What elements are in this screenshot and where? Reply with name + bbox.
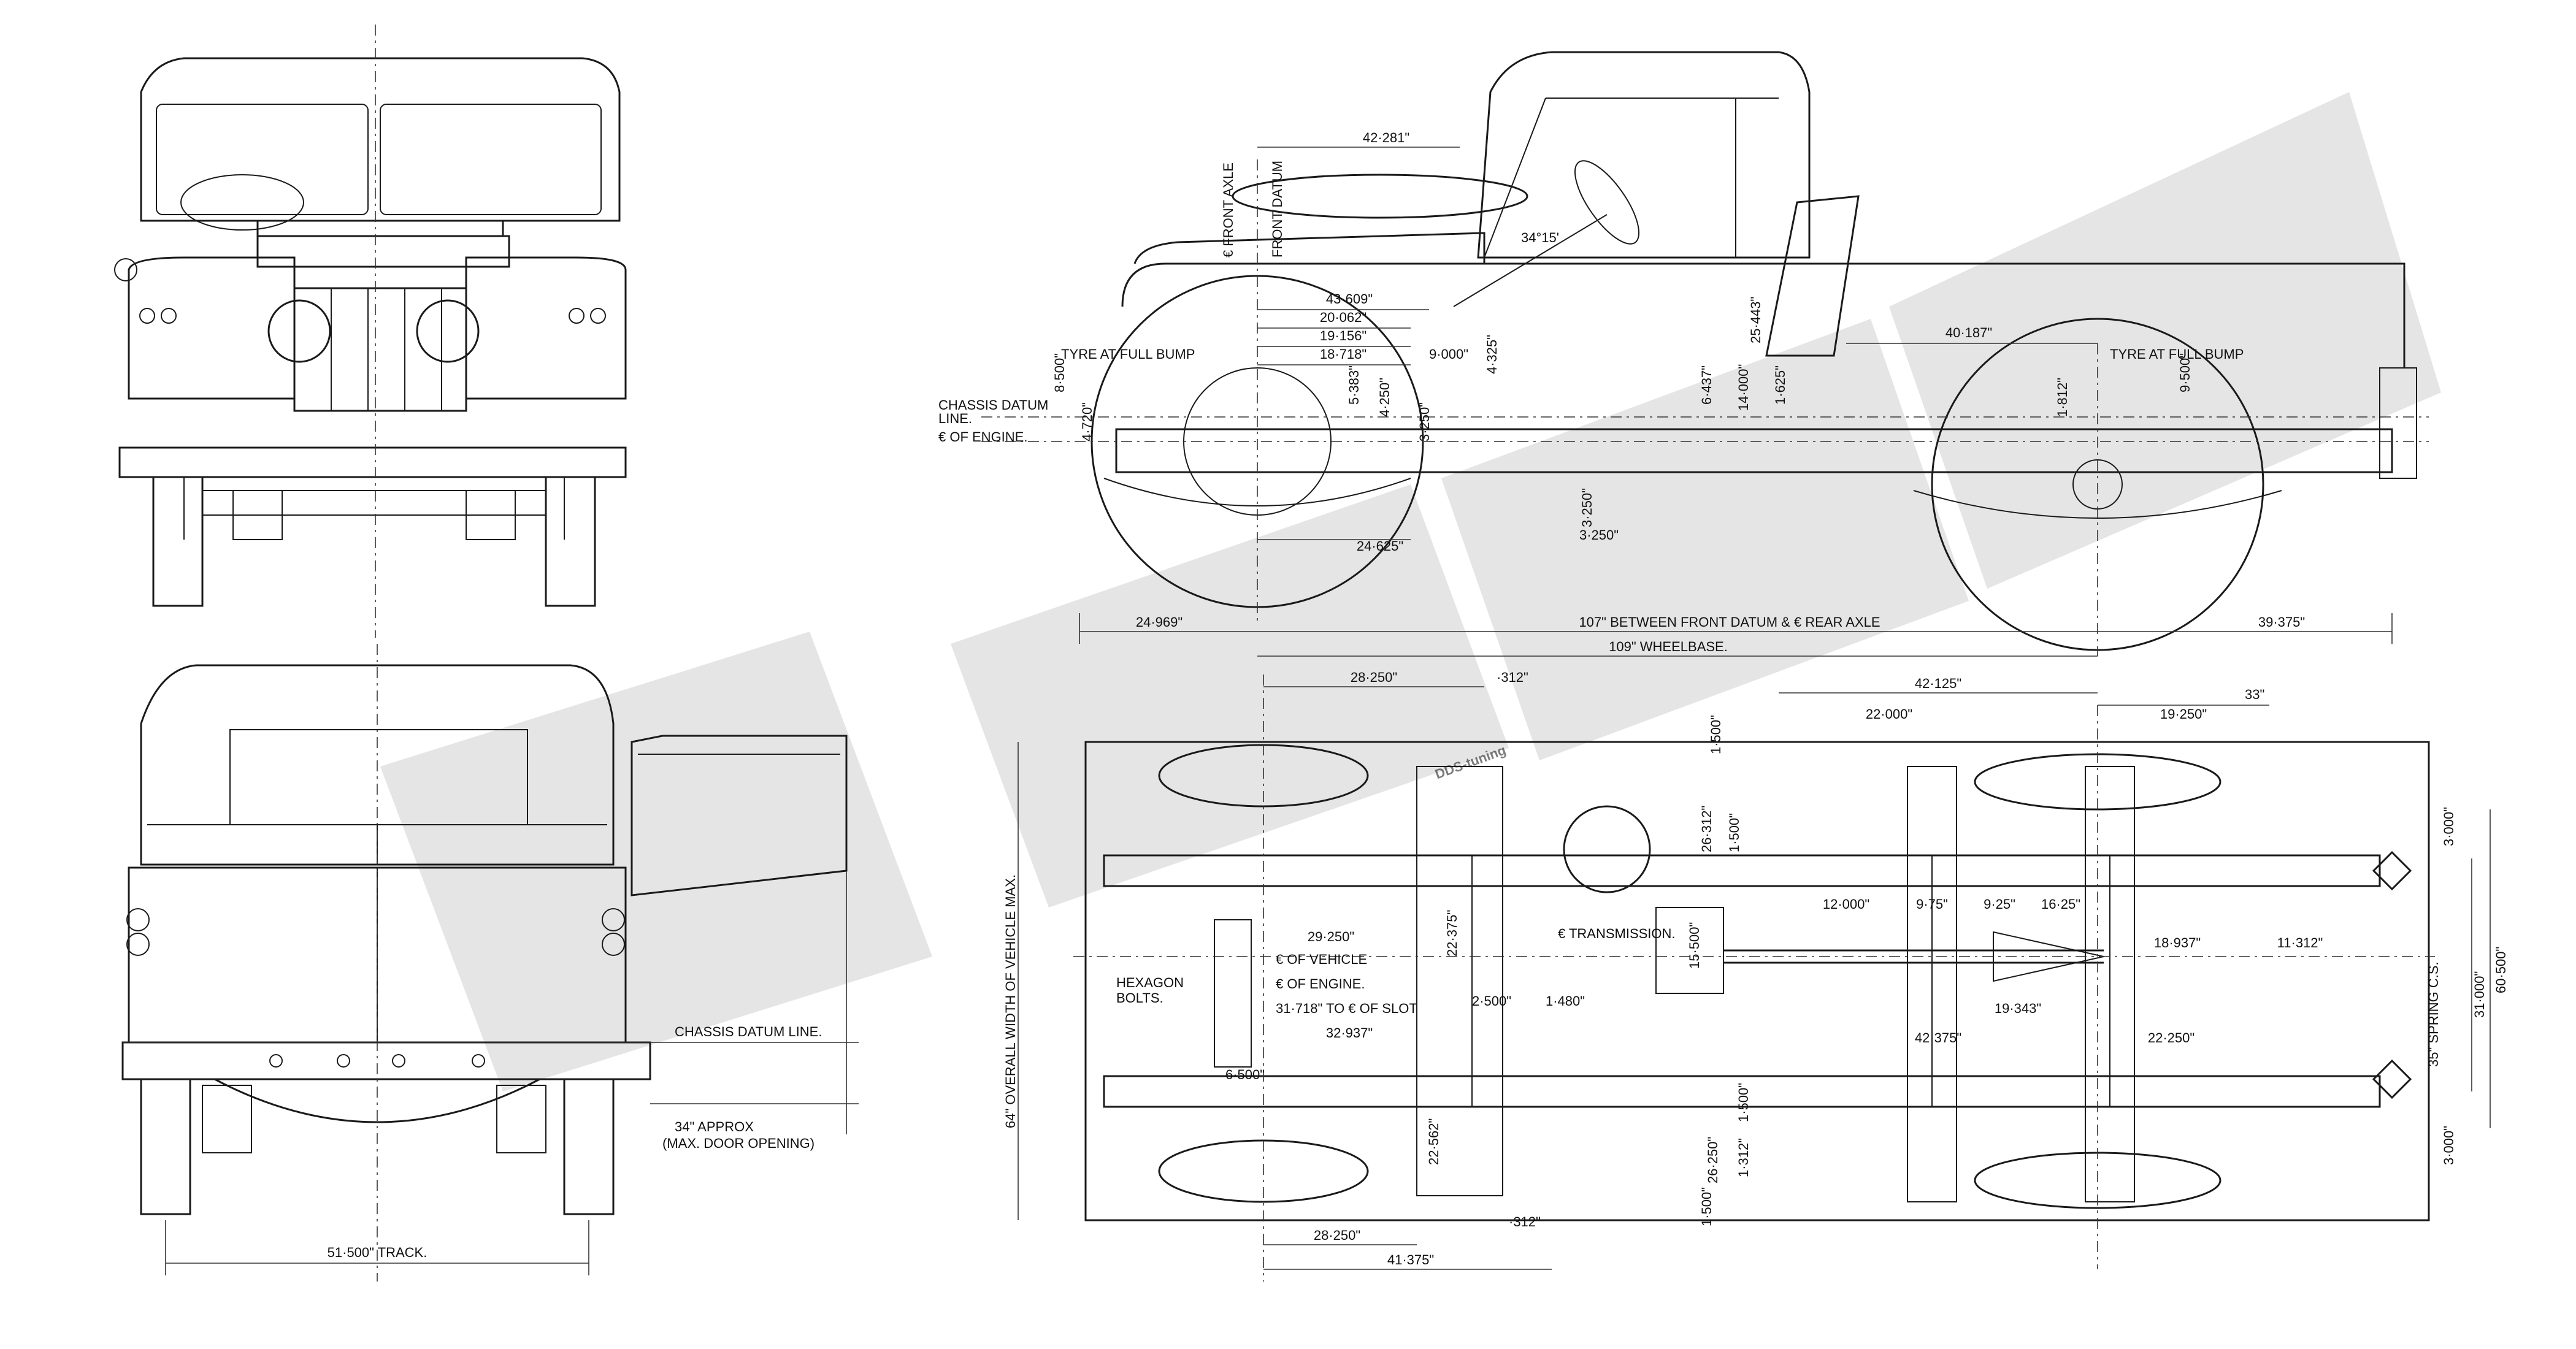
- side-dim-8: 18·718": [1320, 346, 1367, 362]
- plan-dim-13: 29·250": [1308, 929, 1354, 944]
- plan-dim-11: HEXAGON: [1116, 975, 1184, 990]
- side-dim-13: € OF ENGINE.: [938, 429, 1027, 445]
- side-dim-20: 3·250": [1579, 527, 1619, 543]
- plan-dim-41: 1·500": [1699, 1187, 1714, 1226]
- plan-dim-27: 11·312": [2277, 935, 2323, 950]
- side-dim-1: 42·281": [1363, 130, 1409, 145]
- plan-dim-12: BOLTS.: [1116, 990, 1163, 1006]
- door-opening-label: 34" APPROX: [675, 1119, 754, 1134]
- plan-dim-31: 2·500": [1472, 993, 1511, 1009]
- plan-dim-40: 1·312": [1736, 1138, 1751, 1177]
- track-dimension: 51·500" TRACK.: [328, 1245, 427, 1260]
- plan-dim-24: 9·25": [1984, 896, 2015, 912]
- side-dim-18: 4·325": [1484, 335, 1500, 374]
- side-dim-23: 14·000": [1736, 364, 1751, 411]
- side-dim-4: 34°15': [1521, 230, 1559, 245]
- side-dim-15: 5·383": [1346, 365, 1362, 405]
- chassis-datum-line-label: CHASSIS DATUM LINE.: [675, 1024, 822, 1039]
- plan-dim-23: 9·75": [1916, 896, 1948, 912]
- plan-dim-10: 3·000": [2441, 807, 2456, 846]
- side-dim-7: 19·156": [1320, 328, 1367, 343]
- side-dim-22: 6·437": [1699, 365, 1714, 405]
- plan-dim-18: 6·500": [1225, 1067, 1265, 1082]
- rear-view: 51·500" TRACK. CHASSIS DATUM LINE. 34" A…: [121, 644, 859, 1282]
- side-view: 42·281" € FRONT AXLE FRONT DATUM 34°15' …: [938, 51, 2429, 657]
- plan-dim-16: 31·718" TO € OF SLOT: [1276, 1001, 1417, 1016]
- plan-dim-36: 3·000": [2441, 1126, 2456, 1165]
- plan-dim-38: 26·250": [1705, 1137, 1720, 1183]
- side-dim-2: € FRONT AXLE: [1221, 162, 1236, 258]
- plan-dim-8: 26·312": [1699, 806, 1714, 852]
- side-dim-17: 9·000": [1429, 346, 1468, 362]
- side-dim-21: 25·443": [1748, 297, 1763, 343]
- side-dim-5: 43·609": [1326, 291, 1373, 307]
- side-dim-9: TYRE AT FULL BUMP: [1061, 346, 1195, 362]
- side-dim-14: 4·720": [1079, 402, 1095, 441]
- plan-dim-4: 33": [2245, 687, 2264, 702]
- plan-dim-29: 42·375": [1915, 1030, 1961, 1045]
- plan-dim-5: 22·000": [1866, 706, 1912, 722]
- plan-dim-25: 16·25": [2041, 896, 2080, 912]
- plan-dim-19: 22·375": [1444, 910, 1460, 957]
- plan-dim-1: 28·250": [1351, 670, 1397, 685]
- side-dim-28: 9·500": [2177, 353, 2193, 392]
- side-dim-6: 20·062": [1320, 310, 1367, 325]
- plan-dim-21: € TRANSMISSION.: [1558, 926, 1676, 941]
- plan-dim-44: 41·375": [1387, 1252, 1434, 1267]
- plan-dim-28: 19·343": [1995, 1001, 2041, 1016]
- watermark: DDS-tuning: [380, 92, 2441, 1091]
- plan-dim-20: 15·500": [1687, 922, 1702, 969]
- plan-dim-33: 31·000": [2472, 971, 2487, 1018]
- side-dim-16: 4·250": [1377, 378, 1392, 417]
- side-dim-3: FRONT DATUM: [1270, 161, 1285, 258]
- side-dim-19: 3·250": [1417, 402, 1432, 441]
- dim-rear-overhang: 39·375": [2258, 614, 2305, 630]
- side-dim-26: TYRE AT FULL BUMP: [2110, 346, 2244, 362]
- plan-dim-7: 1·500": [1708, 715, 1723, 754]
- plan-dim-42: ·312": [1509, 1214, 1541, 1229]
- door-opening-note: (MAX. DOOR OPENING): [662, 1136, 815, 1151]
- plan-dim-14: € OF VEHICLE: [1276, 952, 1367, 967]
- plan-dim-37: 22·562": [1426, 1118, 1441, 1165]
- plan-dim-39: 1·500": [1736, 1083, 1751, 1122]
- plan-view: 64" OVERALL WIDTH OF VEHICLE MAX. 28·250…: [1003, 670, 2509, 1282]
- side-dim-24: 1·625": [1773, 365, 1788, 405]
- side-dim-27: 1·812": [2055, 378, 2070, 417]
- plan-dim-17: 32·937": [1326, 1025, 1373, 1041]
- plan-dim-35: 35" SPRING C.S.: [2426, 961, 2441, 1067]
- plan-dim-32: 1·480": [1546, 993, 1585, 1009]
- side-dim-29: 24·625": [1357, 538, 1403, 554]
- dim-front-datum-rear-axle: 107" BETWEEN FRONT DATUM & € REAR AXLE: [1579, 614, 1880, 630]
- plan-dim-26: 18·937": [2154, 935, 2201, 950]
- dim-wheelbase: 109" WHEELBASE.: [1609, 639, 1728, 654]
- plan-dim-43: 28·250": [1314, 1228, 1360, 1243]
- side-dim-25: 40·187": [1945, 325, 1992, 340]
- plan-dim-2: ·312": [1497, 670, 1528, 685]
- plan-dim-34: 60·500": [2493, 947, 2509, 993]
- plan-dim-3: 42·125": [1915, 676, 1961, 691]
- plan-dim-9: 1·500": [1727, 813, 1742, 852]
- plan-dim-6: 19·250": [2160, 706, 2207, 722]
- front-view: [114, 25, 627, 638]
- side-dim-10: 8·500": [1052, 353, 1067, 392]
- side-dim-12: LINE.: [938, 411, 972, 426]
- plan-dim-30: 22·250": [2148, 1030, 2195, 1045]
- plan-dim-22: 12·000": [1823, 896, 1869, 912]
- plan-overall-width: 64" OVERALL WIDTH OF VEHICLE MAX.: [1003, 874, 1018, 1128]
- side-dim-30: 3·250": [1579, 488, 1595, 527]
- dim-front-overhang: 24·969": [1136, 614, 1183, 630]
- plan-dim-15: € OF ENGINE.: [1276, 976, 1365, 992]
- side-dim-11: CHASSIS DATUM: [938, 397, 1048, 413]
